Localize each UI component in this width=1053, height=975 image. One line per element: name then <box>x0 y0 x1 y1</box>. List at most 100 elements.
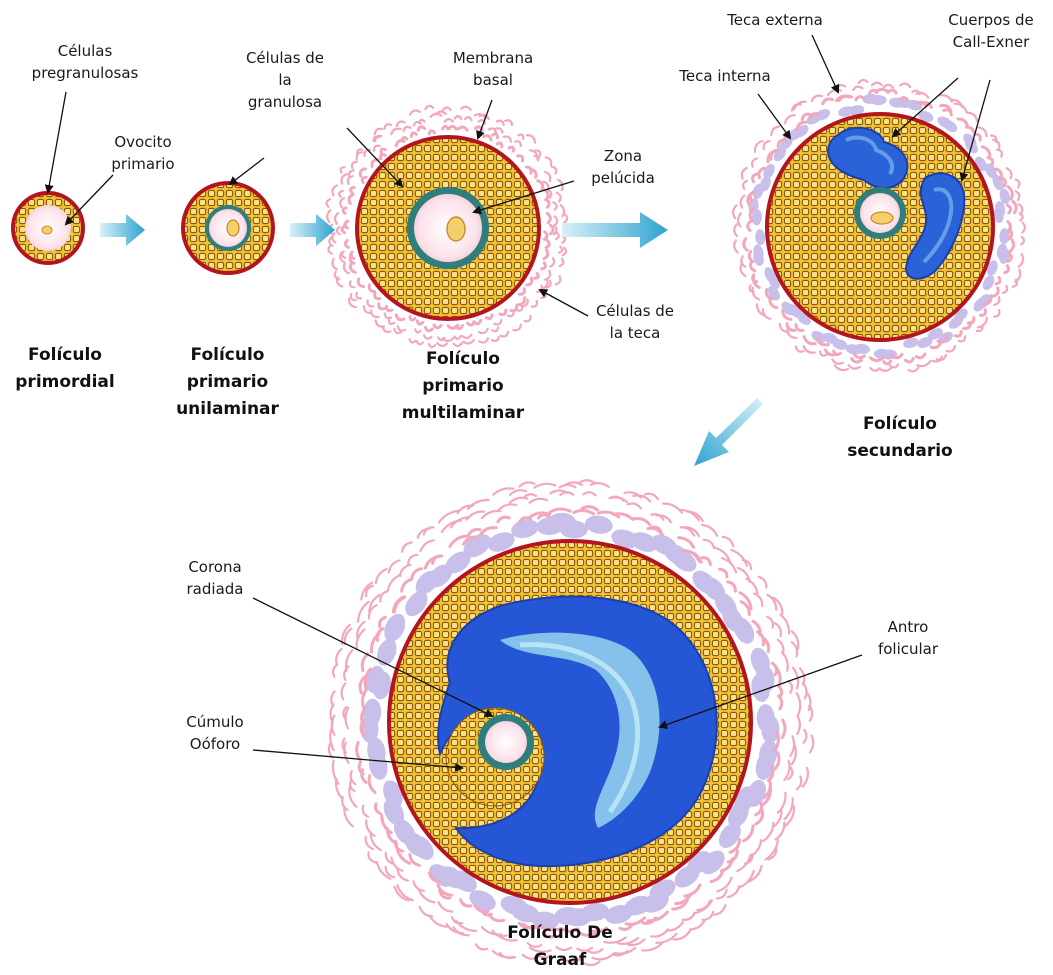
theca-fiber <box>518 298 525 305</box>
theca-fiber <box>357 743 361 761</box>
theca-fiber <box>454 336 460 339</box>
theca-fiber <box>332 233 335 242</box>
theca-fiber <box>839 96 852 101</box>
theca-fiber <box>856 97 864 100</box>
theca-fiber <box>797 693 801 714</box>
theca-fiber <box>468 322 474 325</box>
theca-fiber <box>461 900 472 906</box>
theca-fiber <box>358 279 363 287</box>
theca-fiber <box>375 129 383 135</box>
theca-fiber <box>508 312 514 317</box>
theca-cell <box>755 229 766 246</box>
theca-fiber <box>556 276 561 284</box>
theca-fiber <box>501 332 508 337</box>
theca-fiber <box>410 339 416 342</box>
theca-fiber <box>1005 266 1009 273</box>
theca-fiber <box>734 224 737 236</box>
theca-fiber <box>527 278 532 285</box>
theca-fiber <box>530 499 548 503</box>
theca-fiber <box>359 762 363 774</box>
theca-fiber <box>479 329 488 333</box>
theca-fiber <box>787 324 795 331</box>
theca-fiber <box>415 329 420 332</box>
theca-fiber <box>702 525 717 536</box>
theca-fiber <box>492 327 498 331</box>
theca-fiber <box>336 649 341 665</box>
theca-fiber <box>946 346 955 352</box>
theca-fiber <box>397 121 405 125</box>
theca-fiber <box>509 147 513 151</box>
theca-fiber <box>663 504 682 513</box>
theca-fiber <box>797 716 800 735</box>
theca-fiber <box>352 162 357 169</box>
theca-fiber <box>767 595 776 610</box>
theca-fiber <box>343 208 346 214</box>
theca-fiber <box>448 325 457 328</box>
stage-title-secundario: Folículosecundario <box>830 411 970 465</box>
theca-fiber <box>967 113 977 121</box>
theca-fiber <box>381 149 385 153</box>
stage-arrow-4 <box>694 398 763 466</box>
theca-fiber <box>335 272 339 280</box>
theca-fiber <box>562 236 565 243</box>
theca-fiber <box>676 894 691 904</box>
theca-fiber <box>916 354 925 358</box>
theca-fiber <box>884 361 891 364</box>
theca-fiber <box>346 650 352 671</box>
theca-fiber <box>1016 180 1020 188</box>
theca-fiber <box>720 569 728 577</box>
theca-fiber <box>741 196 745 208</box>
theca-fiber <box>345 240 348 247</box>
unilaminar-follicle <box>183 183 273 273</box>
label-zona-pelucida: Zonapelúcida <box>578 145 668 189</box>
theca-fiber <box>561 205 564 216</box>
theca-fiber <box>634 518 650 524</box>
nucleus <box>42 226 52 234</box>
theca-fiber <box>414 881 424 890</box>
theca-fiber <box>812 96 822 101</box>
theca-fiber <box>785 115 795 123</box>
theca-fiber <box>642 943 662 951</box>
theca-fiber <box>519 289 524 295</box>
theca-fiber <box>351 294 356 300</box>
theca-fiber <box>748 222 751 231</box>
theca-fiber <box>702 912 713 920</box>
theca-fiber <box>425 328 432 331</box>
theca-fiber <box>591 483 609 487</box>
theca-fiber <box>1008 222 1011 233</box>
theca-fiber <box>379 304 385 309</box>
theca-fiber <box>997 150 1002 157</box>
theca-fiber <box>394 597 404 612</box>
theca-fiber <box>532 301 537 307</box>
multilaminar-follicle <box>357 137 539 319</box>
theca-fiber <box>782 720 785 737</box>
theca-fiber <box>550 258 554 267</box>
stage-title-graaf: Folículo DeGraaf <box>480 920 640 974</box>
theca-fiber <box>499 504 516 510</box>
oocyte <box>485 721 527 763</box>
theca-fiber <box>340 198 344 207</box>
theca-fiber <box>966 127 974 134</box>
theca-fiber <box>342 252 345 258</box>
theca-fiber <box>425 106 433 109</box>
theca-fiber <box>402 579 412 591</box>
theca-fiber <box>810 736 813 753</box>
theca-fiber <box>368 300 374 306</box>
theca-fiber <box>955 331 961 336</box>
theca-fiber <box>993 140 999 149</box>
theca-fiber <box>993 288 998 296</box>
label-teca-externa: Teca externa <box>710 9 840 31</box>
theca-fiber <box>391 129 400 134</box>
theca-fiber <box>931 343 941 348</box>
theca-fiber <box>958 119 968 127</box>
theca-fiber <box>497 121 504 125</box>
theca-fiber <box>879 368 891 371</box>
theca-fiber <box>419 890 434 903</box>
theca-fiber <box>749 252 753 262</box>
label-cumulo-ooforo: CúmuloOóforo <box>165 711 265 755</box>
theca-cell <box>380 610 409 643</box>
theca-fiber <box>327 210 330 222</box>
theca-fiber <box>504 137 511 142</box>
